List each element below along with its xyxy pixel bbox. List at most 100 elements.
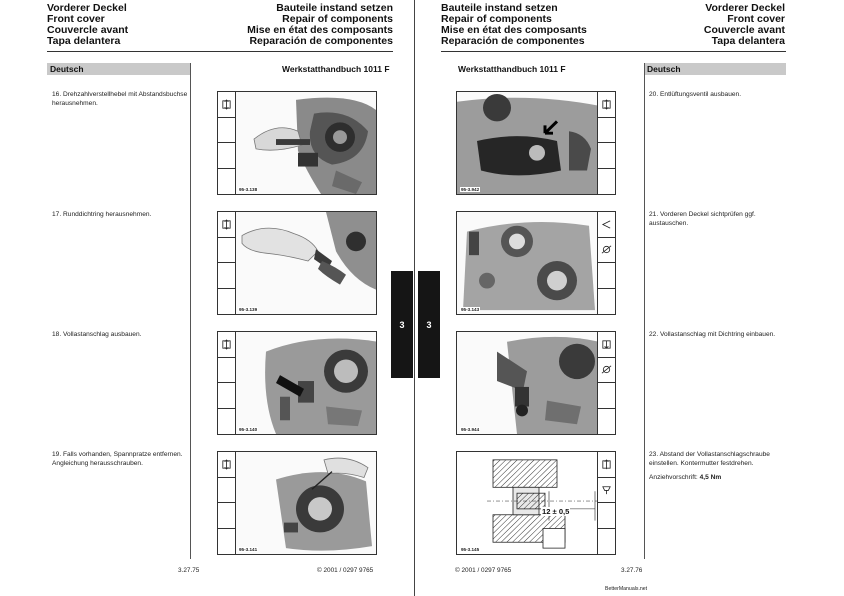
icon-cell-empty — [598, 118, 615, 143]
column-divider — [644, 63, 645, 559]
remove-icon — [222, 459, 231, 470]
remove-icon — [222, 219, 231, 230]
step-text: Vollastanschlag ausbauen. — [63, 331, 142, 338]
icon-cell — [598, 478, 615, 503]
icon-cell-empty — [218, 143, 235, 169]
page-gutter-line — [414, 0, 415, 596]
icon-cell — [598, 238, 615, 263]
header-section-en: Repair of components — [441, 13, 552, 25]
icon-column — [218, 452, 236, 554]
header-section-fr: Mise en état des composants — [247, 24, 393, 36]
step-22: 22. Vollastanschlag mit Dichtring einbau… — [649, 331, 787, 340]
page-number: 3.27.76 — [621, 567, 643, 574]
header-section-de: Bauteile instand setzen — [441, 2, 558, 14]
doc-title: Werkstatthandbuch 1011 F — [282, 64, 390, 74]
measure-icon — [601, 365, 612, 374]
figure-step-21: 95-3.143 — [456, 211, 616, 315]
right-header-titles: Vorderer Deckel Front cover Couvercle av… — [704, 3, 785, 47]
icon-cell — [218, 212, 235, 238]
figure-caption: 95-3.141 — [238, 547, 259, 552]
right-page: Bauteile instand setzen Repair of compon… — [418, 0, 844, 596]
step-number: 23. — [649, 451, 659, 458]
torque-spec: Anziehvorschrift: 4,5 Nm — [649, 474, 785, 483]
icon-cell — [598, 452, 615, 478]
step-text: Abstand der Vollastanschlagschraube eins… — [649, 451, 770, 467]
figure-caption: 95-3.140 — [238, 427, 259, 432]
step-16: 16. Drehzahlverstellhebel mit Abstandsbu… — [52, 91, 218, 108]
icon-cell-empty — [598, 383, 615, 409]
icon-column — [218, 332, 236, 434]
icon-cell-empty — [218, 478, 235, 503]
header-rule — [441, 51, 786, 52]
icon-cell-empty — [218, 358, 235, 383]
icon-cell — [598, 92, 615, 118]
step-number: 20. — [649, 91, 659, 98]
photo-lever-removal — [236, 92, 376, 194]
header-section-es: Reparación de componentes — [441, 35, 585, 47]
figure-caption: 95-3.145 — [460, 547, 481, 552]
icon-column — [218, 212, 236, 314]
step-number: 22. — [649, 331, 659, 338]
copyright: © 2001 / 0297 9765 — [455, 567, 512, 574]
figure-step-20: 95-3.942 — [456, 91, 616, 195]
step-19: 19. Falls vorhanden, Spannpratze entfern… — [52, 451, 186, 468]
icon-cell-empty — [598, 143, 615, 169]
step-text: Entlüftungsventil ausbauen. — [660, 91, 742, 98]
photo-vent-valve — [457, 92, 599, 194]
header-rule — [47, 51, 393, 52]
step-number: 17. — [52, 211, 62, 218]
photo-seal-removal — [236, 212, 376, 314]
header-title-fr: Couvercle avant — [703, 24, 785, 36]
step-number: 21. — [649, 211, 659, 218]
icon-cell — [218, 452, 235, 478]
icon-column — [597, 452, 615, 554]
icon-column — [597, 212, 615, 314]
left-page: Vorderer Deckel Front cover Couvercle av… — [47, 0, 415, 596]
step-text: Runddichtring herausnehmen. — [63, 211, 152, 218]
photo-clamp-removal — [236, 452, 376, 554]
step-text: Falls vorhanden, Spannpratze entfernen. … — [52, 451, 183, 467]
icon-cell-empty — [218, 289, 235, 315]
figure-step-22: 95-3.944 — [456, 331, 616, 435]
step-20: 20. Entlüftungsventil ausbauen. — [649, 91, 787, 100]
header-title-de: Vorderer Deckel — [47, 2, 127, 14]
remove-icon — [222, 99, 231, 110]
icon-cell-empty — [218, 383, 235, 409]
figure-caption: 95-3.139 — [238, 307, 259, 312]
header-title-en: Front cover — [47, 13, 105, 25]
icon-cell-empty — [218, 409, 235, 435]
icon-cell-empty — [598, 529, 615, 555]
icon-cell-empty — [598, 169, 615, 195]
copyright: © 2001 / 0297 9765 — [317, 567, 374, 574]
chapter-tab: 3 — [391, 271, 413, 378]
remove-icon — [222, 339, 231, 350]
page-number: 3.27.75 — [178, 567, 200, 574]
icon-cell — [218, 92, 235, 118]
figure-caption: 95-3.944 — [460, 427, 481, 432]
icon-cell-empty — [598, 409, 615, 435]
header-title-es: Tapa delantera — [711, 35, 785, 47]
header-title-es: Tapa delantera — [47, 35, 121, 47]
icon-cell-empty — [598, 503, 615, 529]
icon-cell-empty — [598, 263, 615, 289]
adjust-icon — [602, 459, 611, 469]
torque-wrench-icon — [602, 486, 611, 495]
dimension-label: 12 ± 0,5 — [541, 507, 571, 516]
brand-watermark[interactable]: BetterManuals.net — [605, 586, 648, 592]
torque-spec-value: 4,5 Nm — [699, 474, 722, 482]
left-header-titles: Vorderer Deckel Front cover Couvercle av… — [47, 3, 128, 47]
figure-caption: 95-3.143 — [460, 307, 481, 312]
icon-cell-empty — [218, 263, 235, 289]
language-label: Deutsch — [644, 63, 786, 75]
remove-icon — [602, 99, 611, 110]
step-text: Vollastanschlag mit Dichtring einbauen. — [660, 331, 776, 338]
step-number: 19. — [52, 451, 62, 458]
icon-cell — [218, 332, 235, 358]
figure-step-17: 95-3.139 — [217, 211, 377, 315]
step-number: 16. — [52, 91, 62, 98]
step-23: 23. Abstand der Vollastanschlagschraube … — [649, 451, 785, 483]
doc-title: Werkstatthandbuch 1011 F — [458, 64, 566, 74]
drawing-stop-screw-distance: 12 ± 0,5 — [457, 452, 599, 554]
header-section-fr: Mise en état des composants — [441, 24, 587, 36]
icon-cell-empty — [598, 289, 615, 315]
